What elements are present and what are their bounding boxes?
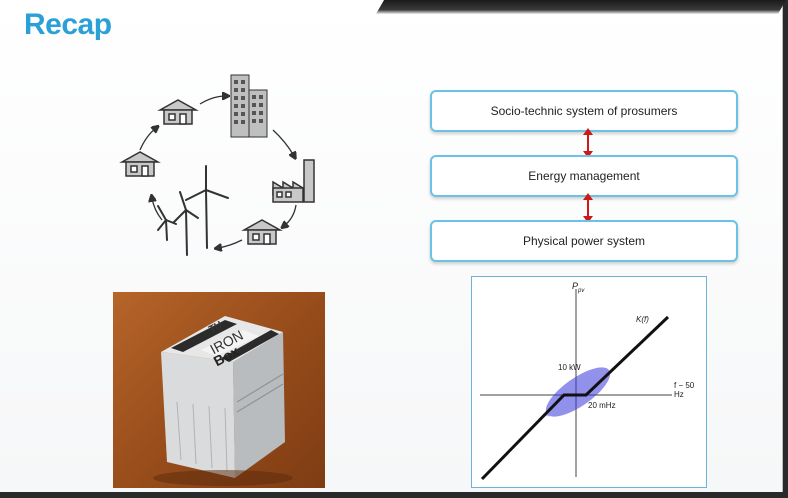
double-arrow-icon	[583, 128, 593, 158]
droop-plot-svg	[480, 289, 672, 481]
curve-label: K(f)	[636, 315, 649, 324]
layer-box-energy-management: Energy management	[430, 155, 738, 197]
wind-turbines-icon	[157, 165, 229, 256]
factory-icon	[272, 159, 315, 203]
house-icon	[241, 219, 283, 245]
iron-box-device	[153, 316, 293, 486]
droop-control-plot: Ppv f − 50 Hz K(f) 10 kW 20 mHz	[471, 276, 707, 488]
layer-box-socio-technic: Socio-technic system of prosumers	[430, 90, 738, 132]
cycle-arrows	[139, 96, 296, 248]
y-marker-label: 10 kW	[558, 363, 581, 372]
slide-title: Recap	[24, 8, 112, 41]
double-arrow-icon	[583, 193, 593, 223]
top-decoration-bar	[375, 0, 787, 14]
scatter-cloud	[544, 367, 611, 417]
x-axis-label: f − 50 Hz	[674, 381, 695, 399]
droop-curve	[480, 315, 670, 481]
x-marker-label: 20 mHz	[588, 401, 616, 410]
layer-box-physical-power: Physical power system	[430, 220, 738, 262]
device-photo: TU IRON Box	[113, 292, 325, 488]
city-buildings-icon	[230, 74, 268, 138]
prosumer-cycle-illustration	[119, 74, 315, 256]
house-icon	[157, 99, 199, 125]
house-icon	[119, 151, 161, 177]
y-axis-label: Ppv	[572, 281, 585, 294]
